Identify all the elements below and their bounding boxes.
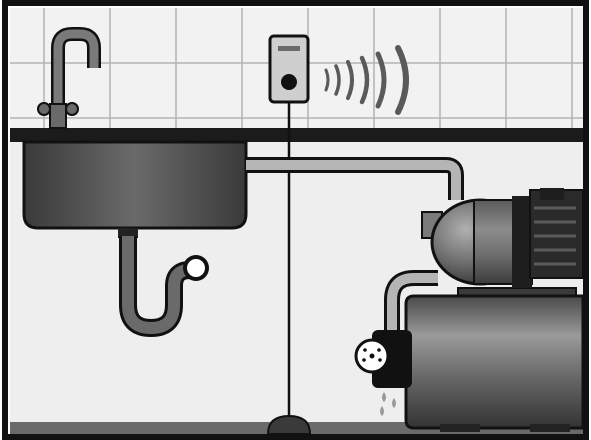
float-sensor-icon	[266, 414, 312, 435]
pressure-gauge-icon	[354, 330, 412, 388]
supply-pipe	[246, 157, 464, 200]
countertop	[10, 128, 583, 142]
drain-trap-icon	[118, 228, 209, 338]
wall-sensor-icon	[268, 34, 310, 104]
pressure-tank-icon	[404, 287, 585, 432]
sink-icon	[22, 140, 248, 230]
water-drops-icon	[380, 392, 396, 416]
tank-pipe	[384, 270, 438, 340]
water-pump-icon	[421, 188, 584, 288]
faucet-icon	[37, 27, 101, 129]
signal-waves-icon	[324, 45, 409, 115]
